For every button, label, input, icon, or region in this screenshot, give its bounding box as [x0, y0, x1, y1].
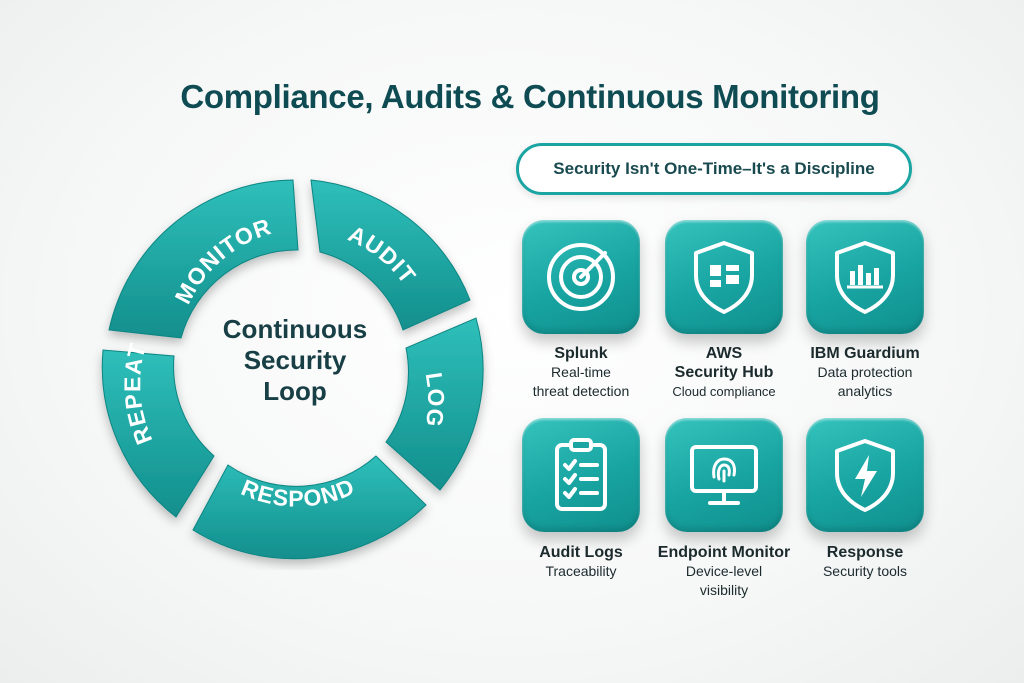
tool-desc: Real-time	[551, 364, 611, 380]
tool-label-splunk: Splunk Real-time threat detection	[501, 344, 661, 401]
tool-tile-aws-security-hub	[665, 220, 783, 334]
tool-name: Endpoint Monitor	[657, 544, 791, 561]
segment-repeat	[101, 349, 215, 518]
segment-label-log: LOG	[421, 371, 450, 429]
loop-center-line: Loop	[263, 376, 327, 406]
shield-chart-icon	[835, 241, 895, 314]
page-title: Compliance, Audits & Continuous Monitori…	[180, 78, 880, 115]
segment-monitor	[108, 179, 299, 339]
tool-tile-response	[806, 418, 924, 532]
tool-label-aws-security-hub: AWS Security Hub Cloud compliance	[644, 344, 804, 401]
checklist-icon	[555, 438, 607, 511]
tool-name: Audit Logs	[539, 544, 623, 561]
radar-icon	[547, 243, 615, 311]
tool-desc: threat detection	[532, 383, 630, 399]
loop-center-line: Continuous	[222, 314, 368, 344]
tool-desc: analytics	[837, 383, 893, 399]
tool-desc: Data protection	[817, 364, 913, 380]
tool-name: Response	[826, 544, 904, 561]
tool-tile-ibm-guardium	[806, 220, 924, 334]
tool-desc: Security tools	[822, 563, 908, 579]
tool-tile-audit-logs	[522, 418, 640, 532]
tagline-text: Security Isn't One-Time–It's a Disciplin…	[553, 159, 875, 178]
tool-label-response: Response Security tools	[785, 543, 945, 581]
loop-center-label: Continuous Security Loop	[195, 314, 395, 407]
tool-desc: Cloud compliance	[672, 384, 776, 399]
tool-label-audit-logs: Audit Logs Traceability	[501, 543, 661, 581]
tool-tile-splunk	[522, 220, 640, 334]
segment-respond	[192, 455, 427, 560]
tagline-pill: Security Isn't One-Time–It's a Disciplin…	[516, 143, 912, 195]
tool-label-endpoint-monitor: Endpoint Monitor Device-level visibility	[637, 543, 811, 600]
security-loop-ring: MONITOR AUDIT LOG RESPOND REPEAT	[101, 179, 484, 560]
tool-tile-endpoint-monitor	[665, 418, 783, 532]
tool-name: Security Hub	[674, 364, 774, 381]
tool-name: IBM Guardium	[810, 345, 920, 362]
segment-log	[385, 317, 484, 491]
shield-dashboard-icon	[694, 241, 754, 314]
tool-desc: Traceability	[545, 563, 617, 579]
shield-lightning-icon	[835, 439, 895, 512]
tool-name: AWS	[705, 345, 743, 362]
tool-label-ibm-guardium: IBM Guardium Data protection analytics	[785, 344, 945, 401]
tool-name: Splunk	[554, 345, 608, 362]
segment-audit	[310, 179, 471, 331]
tool-desc: visibility	[699, 582, 749, 598]
tool-desc: Device-level	[685, 563, 763, 579]
monitor-fingerprint-icon	[690, 445, 758, 505]
loop-center-line: Security	[243, 345, 347, 375]
